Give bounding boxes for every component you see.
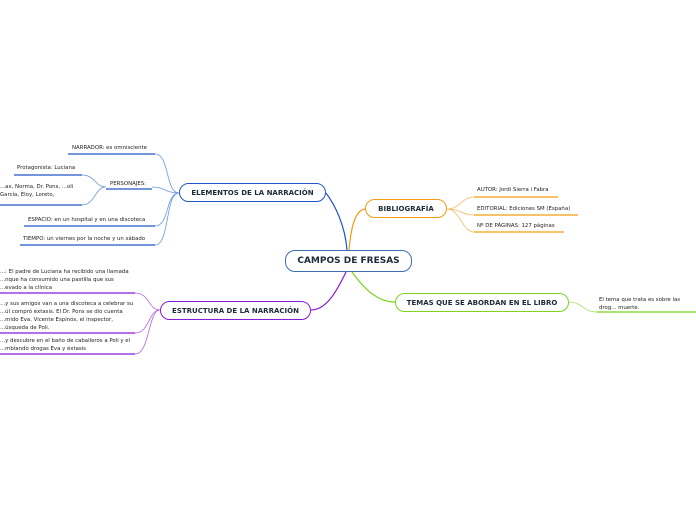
leaf-espacio[interactable]: ESPACIO: en un hospital y en una discote…: [28, 217, 146, 223]
leaf-estructura-2[interactable]: ...y sus amigos van a una discoteca a ce…: [0, 301, 134, 331]
leaf-tema[interactable]: El tema que trata es sobre las drog... m…: [599, 297, 681, 311]
leaf-narrador[interactable]: NARRADOR: es omnisciente: [72, 145, 147, 151]
leaf-estructura-3[interactable]: ...y descubre en el baño de caballeros a…: [0, 338, 131, 352]
topic-bibliografia[interactable]: BIBLIOGRAFÍA: [365, 199, 447, 218]
link-central-biblio: [348, 208, 366, 251]
link-central-estructura: [310, 271, 347, 311]
leaf-estructura-1[interactable]: ...: El padre de Luciana ha recibido una…: [0, 269, 129, 291]
leaf-tiempo[interactable]: TIEMPO: un viernes por la noche y un sáb…: [23, 236, 146, 242]
leaf-protagonista[interactable]: Protagonista: Luciana: [17, 165, 76, 171]
leaf-autor[interactable]: AUTOR: Jordi Sierra i Fabra: [477, 187, 549, 193]
leaf-secundarios[interactable]: ...ax, Norma, Dr. Pons, ...oli García, E…: [0, 184, 74, 198]
link-central-temas: [351, 271, 396, 303]
topic-estructura[interactable]: ESTRUCTURA DE LA NARRACIÓN: [160, 301, 311, 320]
leaf-personajes[interactable]: PERSONAJES:: [110, 181, 147, 187]
link-central-elementos: [325, 192, 348, 251]
central-topic[interactable]: CAMPOS DE FRESAS: [285, 250, 412, 272]
leaf-editorial[interactable]: EDITORIAL: Ediciones SM (España): [477, 206, 571, 212]
topic-temas[interactable]: TEMAS QUE SE ABORDAN EN EL LIBRO: [395, 293, 569, 312]
leaf-paginas[interactable]: Nº DE PÁGINAS: 127 páginas: [477, 223, 555, 229]
topic-elementos[interactable]: ELEMENTOS DE LA NARRACIÓN: [179, 183, 326, 202]
